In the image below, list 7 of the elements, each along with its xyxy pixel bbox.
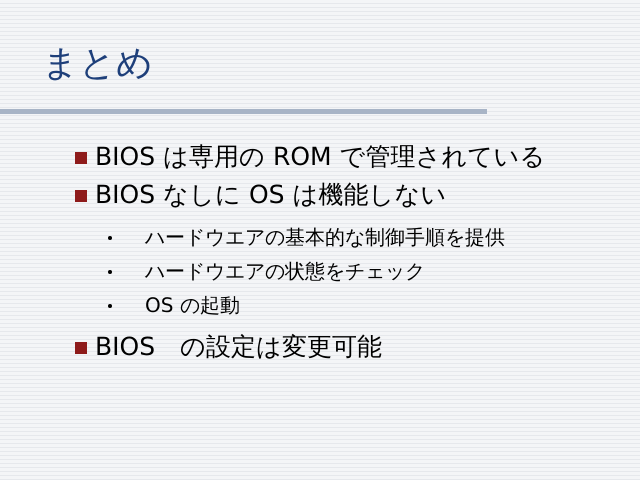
- slide-title: まとめ: [42, 46, 153, 82]
- bullet-text: BIOS なしに OS は機能しない: [95, 179, 446, 211]
- bullet-text: BIOS の設定は変更可能: [95, 331, 382, 363]
- sub-bullet-text: OS の起動: [145, 292, 240, 319]
- sub-bullet-text: ハードウエアの基本的な制御手順を提供: [145, 224, 505, 251]
- sub-bullet-text: ハードウエアの状態をチェック: [145, 258, 425, 285]
- bullet-text: BIOS は専用の ROM で管理されている: [95, 141, 546, 173]
